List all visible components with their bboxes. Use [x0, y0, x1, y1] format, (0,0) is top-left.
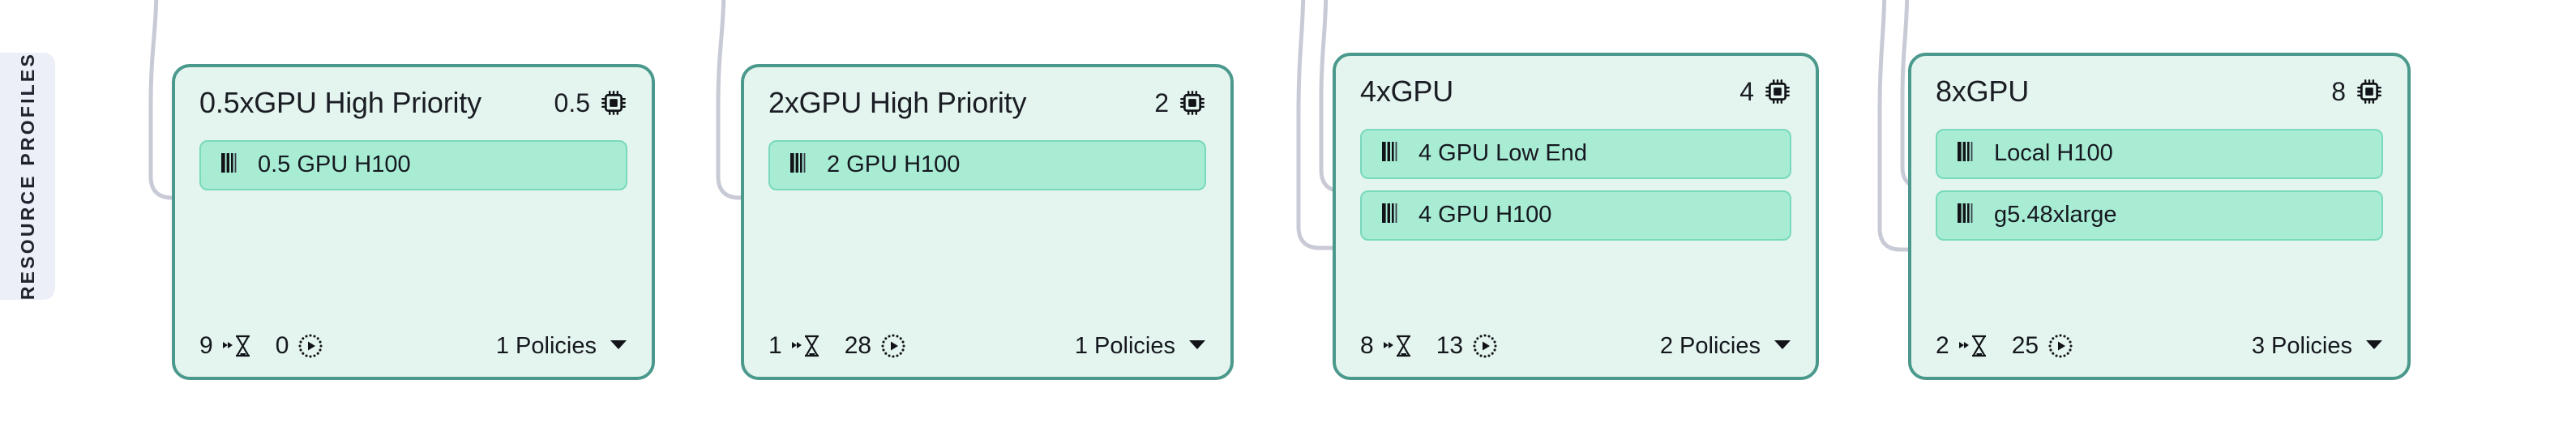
card-title: 2xGPU High Priority — [768, 86, 1027, 119]
resource-chip-label: 2 GPU H100 — [827, 152, 961, 178]
resource-chip-label: 0.5 GPU H100 — [258, 152, 411, 178]
gpu-capacity: 4 — [1739, 78, 1791, 105]
resource-chip[interactable]: 4 GPU H100 — [1360, 190, 1791, 241]
queued-count: 8 — [1360, 332, 1374, 359]
policies-dropdown[interactable]: 2 Policies — [1659, 332, 1791, 359]
card-spacer — [199, 190, 627, 333]
queued-stat: 2 — [1936, 334, 1991, 358]
resource-chip[interactable]: 4 GPU Low End — [1360, 128, 1791, 179]
resource-chip-label: Local H100 — [1994, 140, 2113, 167]
chevron-down-icon[interactable] — [1188, 339, 1206, 354]
cpu-chip-icon — [1179, 89, 1206, 117]
policies-dropdown[interactable]: 1 Policies — [1074, 332, 1206, 359]
chevron-down-icon[interactable] — [610, 339, 627, 354]
policies-dropdown[interactable]: 1 Policies — [495, 332, 627, 359]
policies-label: 1 Policies — [1074, 332, 1175, 359]
running-count: 0 — [275, 332, 289, 359]
policies-label: 2 Policies — [1659, 332, 1761, 359]
card-header: 2xGPU High Priority 2 — [768, 87, 1206, 119]
resource-chip[interactable]: g5.48xlarge — [1936, 190, 2383, 241]
card-footer: 1 28 1 Policies — [768, 333, 1206, 359]
gpu-capacity: 2 — [1154, 89, 1206, 117]
card-footer: 8 13 2 Policies — [1360, 333, 1791, 359]
card-header: 4xGPU 4 — [1360, 75, 1791, 108]
gpu-count: 4 — [1739, 76, 1754, 106]
running-count: 25 — [2011, 332, 2039, 359]
resource-bars-icon — [220, 152, 242, 178]
queued-count: 2 — [1936, 332, 1949, 359]
hourglass-queued-icon — [222, 334, 255, 358]
card-header: 8xGPU 8 — [1936, 75, 2383, 108]
policies-dropdown[interactable]: 3 Policies — [2251, 332, 2383, 359]
running-stat: 28 — [845, 333, 906, 359]
card-title: 4xGPU — [1360, 75, 1454, 108]
card-spacer — [1936, 241, 2383, 333]
job-stats: 1 28 — [768, 333, 906, 359]
resource-chip[interactable]: 0.5 GPU H100 — [199, 139, 627, 190]
resource-chip-label: 4 GPU Low End — [1419, 140, 1587, 167]
running-stat: 13 — [1436, 333, 1498, 359]
queued-count: 9 — [199, 332, 213, 359]
resource-bars-icon — [1381, 140, 1402, 167]
hourglass-queued-icon — [1383, 334, 1415, 358]
resource-chip[interactable]: Local H100 — [1936, 128, 2383, 179]
resource-list: 4 GPU Low End 4 GPU H100 — [1360, 128, 1791, 241]
cpu-chip-icon — [2356, 78, 2383, 105]
running-stat: 25 — [2012, 333, 2073, 359]
dashed-circle-play-icon — [297, 333, 323, 359]
queued-stat: 1 — [768, 334, 824, 358]
profile-card[interactable]: 2xGPU High Priority 2 2 GPU H100 1 28 1 Polic… — [741, 64, 1234, 380]
running-count: 13 — [1436, 332, 1464, 359]
queued-stat: 9 — [199, 334, 255, 358]
queued-count: 1 — [768, 332, 782, 359]
chevron-down-icon[interactable] — [2365, 339, 2383, 354]
hourglass-queued-icon — [1958, 334, 1991, 358]
resource-chip-label: 4 GPU H100 — [1419, 202, 1552, 228]
card-spacer — [1360, 241, 1791, 333]
card-header: 0.5xGPU High Priority 0.5 — [199, 87, 627, 119]
policies-label: 1 Policies — [495, 332, 597, 359]
resource-bars-icon — [1957, 202, 1978, 228]
resource-list: Local H100 g5.48xlarge — [1936, 128, 2383, 241]
job-stats: 8 13 — [1360, 333, 1498, 359]
resource-list: 2 GPU H100 — [768, 139, 1206, 190]
gpu-capacity: 0.5 — [554, 89, 627, 117]
resource-chip[interactable]: 2 GPU H100 — [768, 139, 1206, 190]
policies-label: 3 Policies — [2251, 332, 2352, 359]
dashed-circle-play-icon — [2048, 333, 2073, 359]
gpu-capacity: 8 — [2331, 78, 2383, 105]
card-title: 0.5xGPU High Priority — [199, 86, 481, 119]
gpu-count: 2 — [1154, 88, 1169, 117]
card-footer: 2 25 3 Policies — [1936, 333, 2383, 359]
gpu-count: 8 — [2331, 76, 2346, 106]
job-stats: 2 25 — [1936, 333, 2073, 359]
profile-card[interactable]: 4xGPU 4 4 GPU Low End 4 GPU H100 8 13 2 Polici… — [1333, 53, 1819, 380]
running-stat: 0 — [276, 333, 324, 359]
resource-profiles-rail: RESOURCE PROFILES — [0, 53, 55, 300]
resource-list: 0.5 GPU H100 — [199, 139, 627, 190]
running-count: 28 — [844, 332, 872, 359]
card-title: 8xGPU — [1936, 75, 2030, 108]
card-spacer — [768, 190, 1206, 333]
cpu-chip-icon — [1764, 78, 1791, 105]
resource-bars-icon — [1957, 140, 1978, 167]
resource-chip-label: g5.48xlarge — [1994, 202, 2117, 228]
dashed-circle-play-icon — [1472, 333, 1498, 359]
resource-bars-icon — [1381, 202, 1402, 228]
dashed-circle-play-icon — [880, 333, 906, 359]
chevron-down-icon[interactable] — [1774, 339, 1791, 354]
cpu-chip-icon — [600, 89, 627, 117]
queued-stat: 8 — [1360, 334, 1415, 358]
gpu-count: 0.5 — [554, 88, 590, 117]
hourglass-queued-icon — [791, 334, 824, 358]
resource-bars-icon — [789, 152, 811, 178]
